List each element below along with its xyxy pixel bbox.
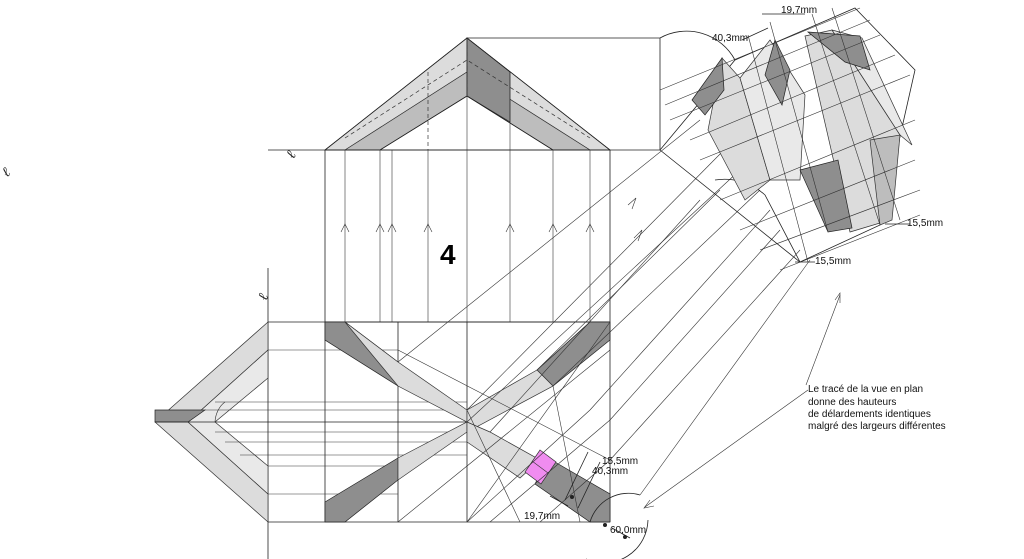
roof-hidden	[344, 59, 591, 139]
auxiliary-view	[397, 7, 921, 496]
body-rectangle	[324, 149, 611, 323]
axis-symbol-left: ℓ	[0, 165, 14, 181]
dim-15-5-plan: 15,5mm	[602, 456, 638, 467]
diag-ll-light	[397, 421, 468, 481]
aux-parallels	[659, 7, 921, 271]
highlight-divider	[531, 460, 549, 474]
axis-symbol-mid: ℓ	[255, 291, 272, 302]
top-elevation	[268, 30, 736, 323]
dim-19-7-plan: 19,7mm	[524, 511, 560, 522]
top-arc	[659, 30, 736, 61]
view-number: 4	[440, 239, 456, 270]
dim-40-3-top: 40,3mm	[712, 33, 748, 44]
diag-ll-dark	[324, 457, 399, 523]
roof-band-left-inner	[343, 71, 468, 151]
dim-15-5-right: 15,5mm	[907, 218, 943, 229]
diag-ur-light	[466, 369, 554, 433]
leader-line-down	[644, 389, 809, 508]
bottom-arc-2	[586, 519, 649, 559]
proj-arrow-1	[627, 197, 637, 210]
dim-15-5-bottom: 15,5mm	[815, 256, 851, 267]
plan-dimension-lines	[549, 451, 631, 539]
annotation-line-2: donne des hauteurs	[808, 397, 896, 408]
leader-arrow-up	[834, 292, 841, 303]
annotation-line-1: Le tracé de la vue en plan	[808, 384, 923, 395]
leader-arrow-down	[643, 499, 655, 509]
diag-ul-light	[344, 321, 468, 423]
dim-40-3-plan: 40,3mm	[592, 466, 628, 477]
diag-ur-dark	[536, 321, 611, 387]
aux-mid-1	[869, 134, 901, 226]
vertical-projection-lines	[340, 38, 595, 322]
fan-lines	[397, 321, 611, 523]
leader-line-up	[805, 294, 841, 386]
dim-19-7-top: 19,7mm	[781, 5, 817, 16]
annotation-line-4: malgré des largeurs différentes	[808, 421, 946, 432]
aux-dark-3	[806, 31, 871, 71]
bottom-arc	[589, 492, 641, 523]
dim-line-top-2	[741, 27, 769, 41]
plan-view	[154, 268, 649, 559]
aux-dark-2	[764, 39, 791, 106]
left-arm-arc	[214, 401, 226, 423]
annotation-line-3: de délardements identiques	[808, 409, 931, 420]
dim-60-plan: 60,0mm	[610, 525, 646, 536]
aux-projection-lines	[397, 119, 811, 496]
aux-dark-1	[691, 56, 725, 116]
proj-arrow-2	[633, 229, 643, 242]
